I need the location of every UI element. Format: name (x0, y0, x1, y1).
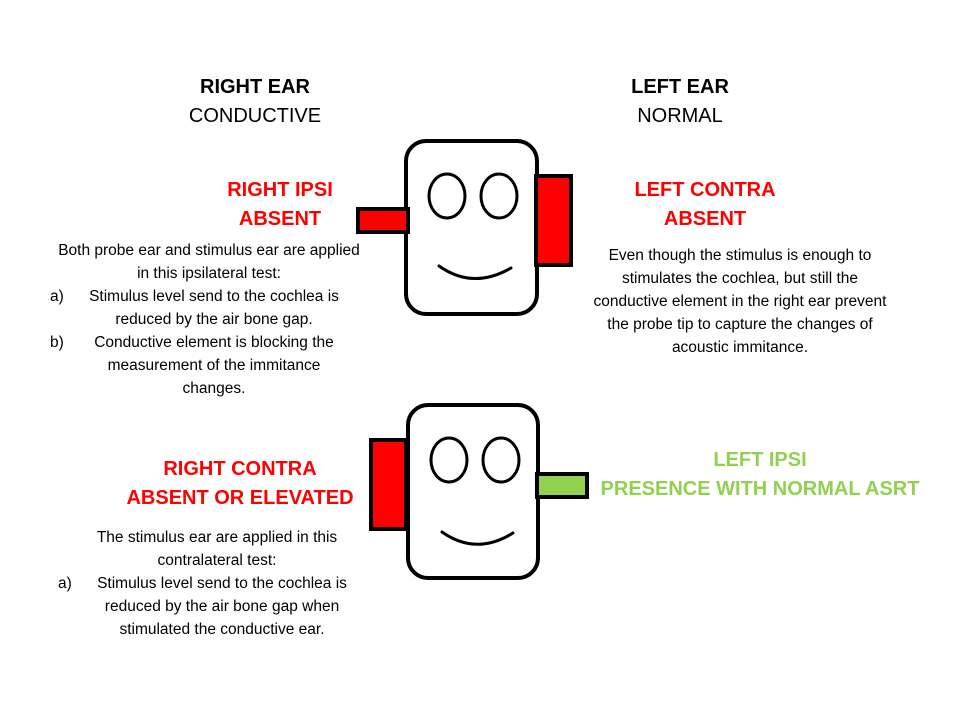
bottom-mouth (440, 530, 515, 546)
left-contra-note-text: Even though the stimulus is enough to st… (593, 247, 887, 356)
right-contra-line2: ABSENT OR ELEVATED (126, 487, 354, 509)
left-ipsi-label: LEFT IPSI PRESENCE WITH NORMAL ASRT (590, 446, 930, 504)
list-marker: b) (50, 334, 64, 351)
right-ipsi-note-item: b) Conductive element is blocking the mea… (50, 331, 368, 400)
left-ipsi-line1: LEFT IPSI (713, 449, 807, 471)
list-marker: a) (58, 575, 72, 592)
bottom-right-contra-earphone (369, 438, 408, 531)
top-face (404, 139, 539, 316)
right-contra-note-intro: The stimulus ear are applied in this con… (96, 529, 338, 569)
right-contra-note-item: a) Stimulus level send to the cochlea is … (58, 572, 376, 641)
top-right-eye (427, 172, 467, 220)
right-contra-line1: RIGHT CONTRA (163, 458, 317, 480)
right-contra-label: RIGHT CONTRA ABSENT OR ELEVATED (110, 455, 370, 513)
left-contra-note: Even though the stimulus is enough to st… (584, 244, 896, 359)
bottom-left-eye (481, 436, 521, 484)
right-ear-header: RIGHT EAR CONDUCTIVE (150, 73, 360, 131)
right-ipsi-note-intro: Both probe ear and stimulus ear are appl… (58, 242, 360, 282)
right-ipsi-line1: RIGHT IPSI (227, 179, 333, 201)
left-ipsi-line2: PRESENCE WITH NORMAL ASRT (600, 478, 920, 500)
right-ipsi-line2: ABSENT (238, 208, 322, 230)
left-ear-title: LEFT EAR (631, 76, 729, 98)
right-ipsi-label: RIGHT IPSI ABSENT (190, 176, 370, 234)
left-ear-condition: NORMAL (637, 105, 723, 127)
top-mouth (437, 264, 513, 280)
top-left-contra-earphone (534, 174, 573, 267)
list-text: Stimulus level send to the cochlea is re… (89, 288, 339, 328)
list-text: Conductive element is blocking the measu… (94, 334, 334, 397)
right-ear-condition: CONDUCTIVE (188, 105, 322, 127)
right-ear-title: RIGHT EAR (200, 76, 310, 98)
left-contra-line1: LEFT CONTRA (634, 179, 776, 201)
bottom-face (406, 403, 540, 580)
top-left-eye (479, 172, 519, 220)
top-head-outline (404, 139, 539, 316)
right-contra-note: The stimulus ear are applied in this con… (58, 526, 376, 641)
left-contra-line2: ABSENT (663, 208, 747, 230)
bottom-left-ipsi-probe (535, 472, 589, 499)
right-ipsi-note-item: a) Stimulus level send to the cochlea is … (50, 285, 368, 331)
bottom-right-eye (429, 436, 469, 484)
list-marker: a) (50, 288, 64, 305)
bottom-head-outline (406, 403, 540, 580)
top-right-ipsi-probe (356, 207, 410, 234)
left-ear-header: LEFT EAR NORMAL (575, 73, 785, 131)
left-contra-label: LEFT CONTRA ABSENT (615, 176, 795, 234)
list-text: Stimulus level send to the cochlea is re… (97, 575, 347, 638)
right-ipsi-note: Both probe ear and stimulus ear are appl… (50, 239, 368, 400)
